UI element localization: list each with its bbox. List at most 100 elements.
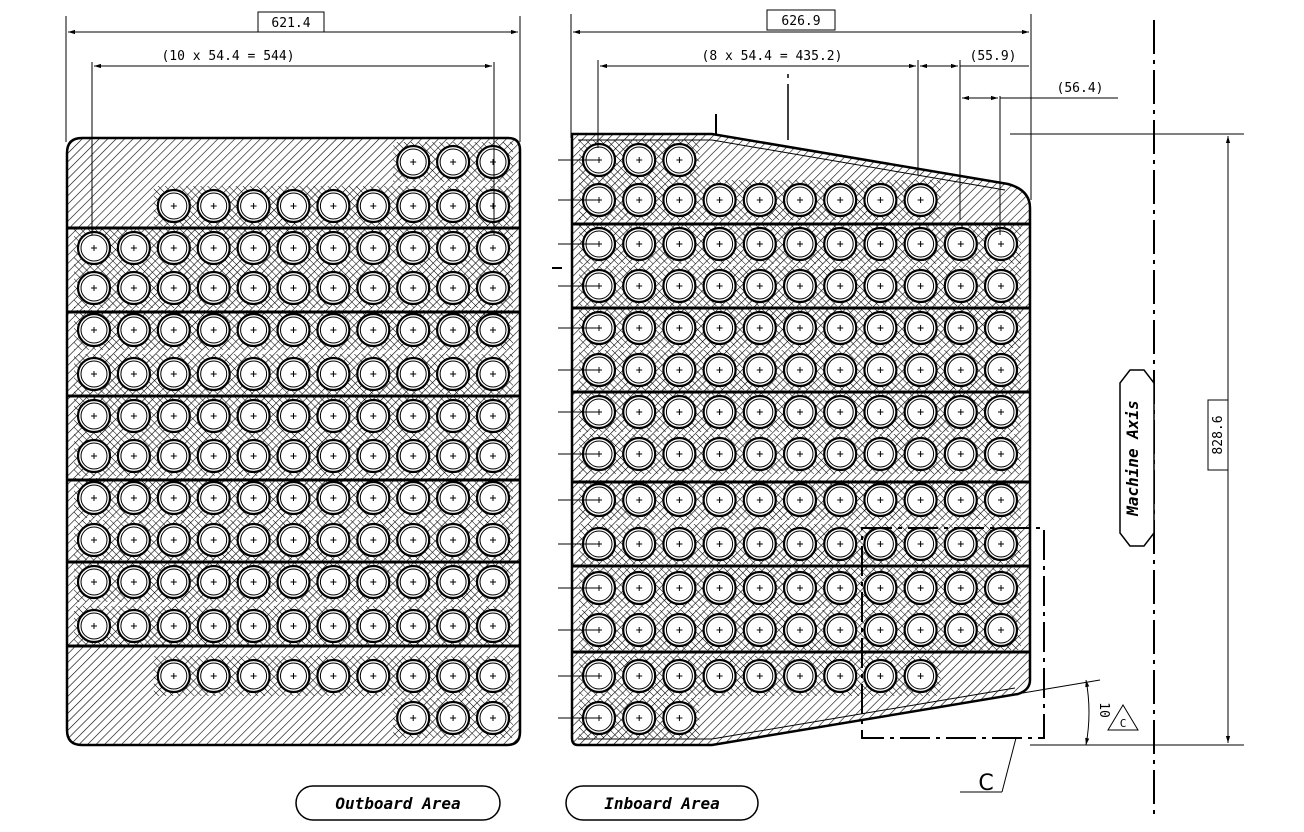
conductor-cell: [823, 612, 858, 648]
conductor-cell: [823, 658, 858, 694]
conductor-cell: [823, 310, 858, 346]
conductor-cell: [622, 570, 657, 606]
conductor-cell: [662, 612, 697, 648]
conductor-cell: [823, 182, 858, 218]
outboard-width-label: 621.4: [271, 16, 310, 31]
conductor-cell: [662, 352, 697, 388]
conductor-cell: [356, 312, 391, 348]
conductor-cell: [396, 312, 431, 348]
conductor-cell: [742, 352, 777, 388]
conductor-cell: [662, 436, 697, 472]
outboard-width-dimension: 621.4: [65, 11, 521, 142]
conductor-cell: [156, 522, 191, 558]
conductor-cell: [662, 482, 697, 518]
conductor-cell: [116, 480, 151, 516]
conductor-cell: [475, 188, 511, 224]
conductor-cell: [863, 436, 898, 472]
conductor-cell: [823, 436, 858, 472]
conductor-cell: [76, 398, 112, 434]
conductor-cell: [156, 608, 191, 644]
conductor-cell: [436, 522, 471, 558]
conductor-cell: [196, 522, 231, 558]
conductor-cell: [782, 526, 818, 562]
conductor-cell: [396, 188, 431, 224]
conductor-cell: [475, 480, 511, 516]
conductor-cell: [76, 480, 112, 516]
conductor-cell: [622, 612, 657, 648]
conductor-cell: [662, 268, 697, 304]
conductor-cell: [76, 312, 112, 348]
conductor-cell: [943, 570, 978, 606]
conductor-cell: [782, 570, 818, 606]
conductor-cell: [702, 182, 737, 218]
conductor-cell: [943, 394, 978, 430]
conductor-cell: [475, 312, 511, 348]
conductor-cell: [196, 564, 231, 600]
conductor-cell: [276, 230, 311, 266]
conductor-cell: [196, 230, 231, 266]
conductor-cell: [156, 312, 191, 348]
conductor-cell: [356, 188, 391, 224]
conductor-cell: [196, 658, 231, 694]
conductor-cell: [863, 612, 898, 648]
conductor-cell: [581, 268, 617, 304]
conductor-cell: [702, 482, 737, 518]
inboard-offset-dimension-1: (55.9): [920, 49, 1029, 220]
conductor-cell: [823, 482, 858, 518]
conductor-cell: [943, 226, 978, 262]
conductor-cell: [823, 394, 858, 430]
conductor-cell: [396, 438, 431, 474]
conductor-cell: [475, 270, 511, 306]
conductor-cell: [356, 522, 391, 558]
conductor-cell: [356, 658, 391, 694]
conductor-cell: [276, 398, 311, 434]
conductor-cell: [983, 394, 1019, 430]
conductor-cell: [863, 310, 898, 346]
conductor-cell: [116, 608, 151, 644]
conductor-cell: [662, 226, 697, 262]
conductor-cell: [236, 522, 271, 558]
conductor-cell: [436, 188, 471, 224]
section-c-detail: C: [861, 527, 1045, 796]
conductor-cell: [276, 564, 311, 600]
conductor-cell: [116, 564, 151, 600]
conductor-cell: [436, 230, 471, 266]
conductor-cell: [742, 612, 777, 648]
conductor-cell: [236, 188, 271, 224]
conductor-cell: [702, 612, 737, 648]
conductor-cell: [983, 436, 1019, 472]
conductor-cell: [436, 270, 471, 306]
conductor-cell: [156, 480, 191, 516]
inboard-offset-2-label: (56.4): [1057, 81, 1104, 96]
conductor-cell: [702, 436, 737, 472]
conductor-cell: [943, 526, 978, 562]
height-dimension: 828.6: [1010, 133, 1244, 746]
conductor-cell: [356, 230, 391, 266]
conductor-cell: [356, 270, 391, 306]
conductor-cell: [76, 230, 112, 266]
conductor-cell: [863, 182, 898, 218]
conductor-cell: [236, 230, 271, 266]
conductor-cell: [316, 438, 351, 474]
conductor-cell: [702, 310, 737, 346]
conductor-cell: [396, 658, 431, 694]
outboard-area-tag: Outboard Area: [295, 785, 501, 821]
conductor-cell: [581, 612, 617, 648]
conductor-cell: [76, 522, 112, 558]
conductor-cell: [983, 352, 1019, 388]
conductor-cell: [276, 270, 311, 306]
conductor-cell: [316, 564, 351, 600]
conductor-cell: [742, 482, 777, 518]
conductor-cell: [316, 480, 351, 516]
conductor-cell: [742, 526, 777, 562]
conductor-cell: [475, 522, 511, 558]
conductor-cell: [662, 142, 697, 178]
conductor-cell: [436, 564, 471, 600]
conductor-cell: [156, 188, 191, 224]
conductor-cell: [156, 398, 191, 434]
conductor-cell: [475, 144, 511, 180]
conductor-cell: [622, 226, 657, 262]
conductor-cell: [396, 480, 431, 516]
conductor-cell: [903, 612, 938, 648]
conductor-cell: [475, 356, 511, 392]
